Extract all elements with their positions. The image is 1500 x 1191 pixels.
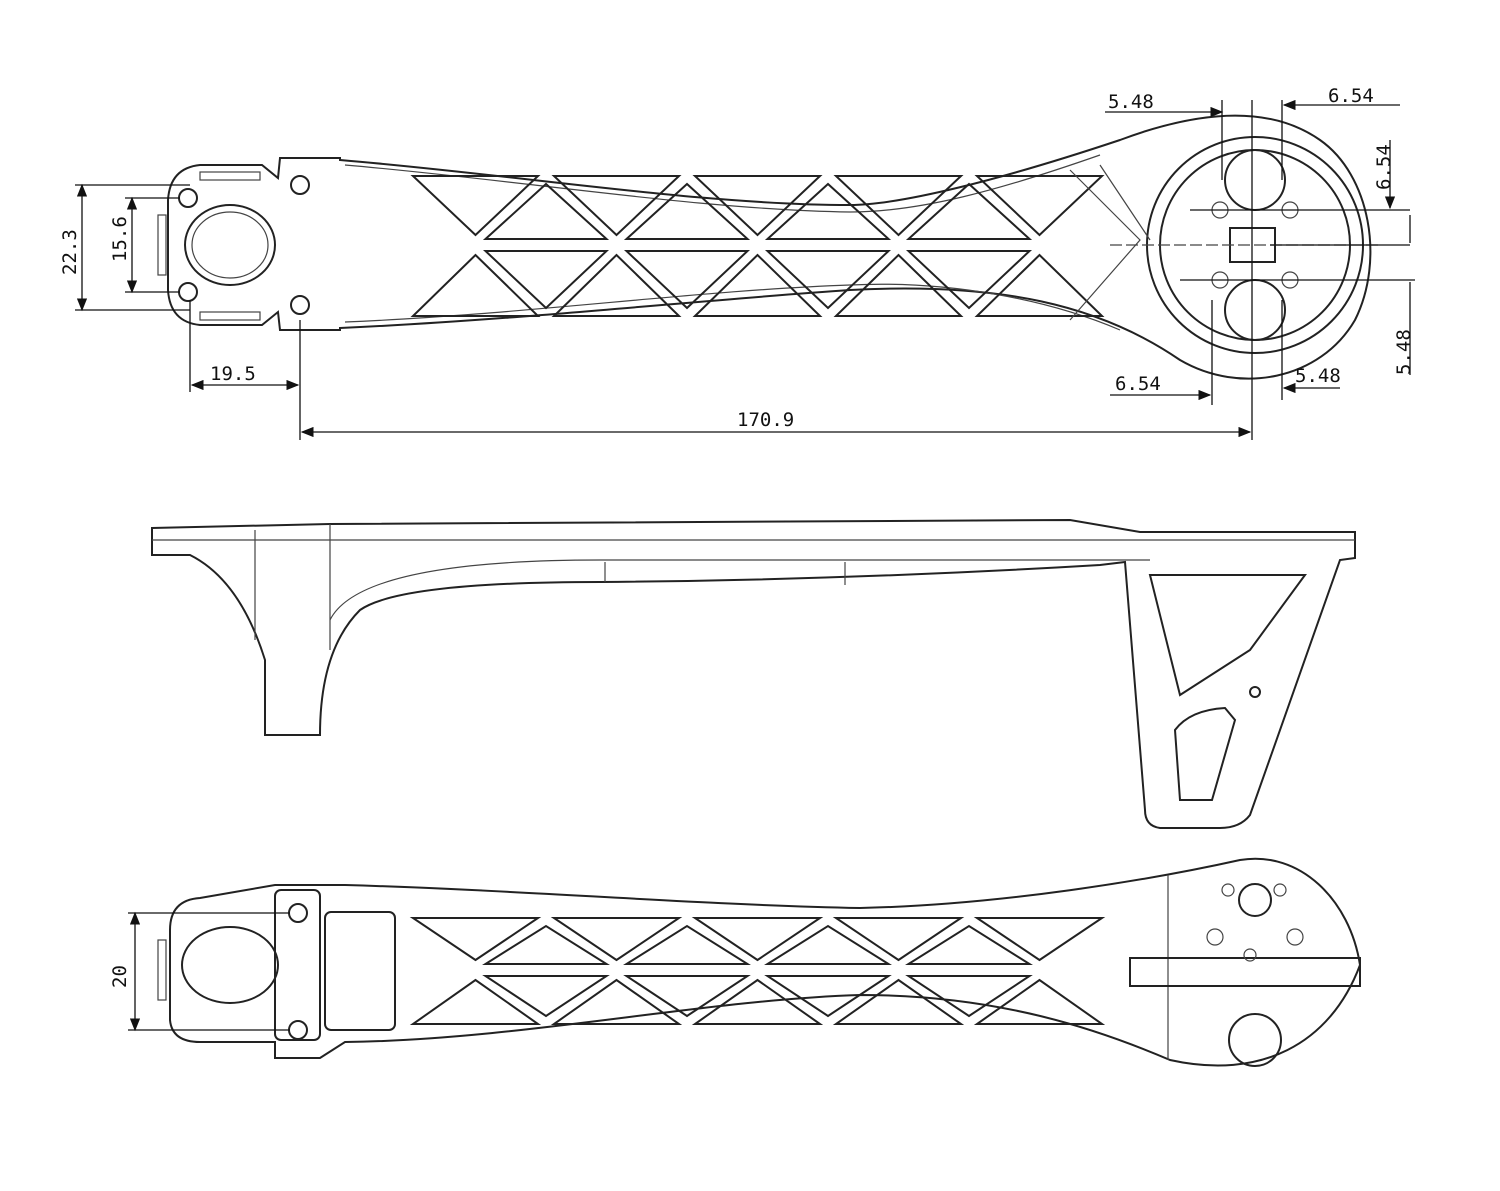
lattice-cutout (833, 253, 964, 317)
lattice-cutout (410, 253, 541, 317)
lattice-cutout (482, 924, 610, 965)
lattice-cutout (905, 924, 1033, 965)
top-view: 5.48 6.54 6.54 22.3 15.6 19.5 170.9 6.54… (59, 85, 1415, 440)
leg-cutout-lower (1173, 706, 1237, 801)
arm-outline (167, 114, 1372, 380)
lattice-cutout (550, 917, 683, 962)
dim-6-54-bottom: 6.54 (1115, 373, 1161, 395)
dim-170-9: 170.9 (737, 409, 794, 431)
dim-6-54-top: 6.54 (1328, 85, 1374, 107)
mount-oval (184, 204, 276, 286)
lattice-cutout (691, 978, 824, 1025)
lattice-cutout (692, 175, 823, 237)
lattice-cutout (623, 975, 751, 1018)
dimension-lines (75, 99, 1415, 440)
lattice-cutout (832, 917, 965, 962)
lattice-cutout (692, 253, 823, 317)
lattice-cutout (482, 975, 610, 1018)
hinge-tab (1129, 957, 1361, 987)
lattice-cutout (550, 978, 683, 1025)
leg-cutout-upper (1148, 574, 1307, 697)
lattice-cutout (764, 975, 892, 1018)
lattice-cutout (410, 175, 541, 237)
dim-5-48-top: 5.48 (1108, 91, 1154, 113)
lattice-cutout (905, 250, 1033, 310)
lattice-cutout (623, 250, 751, 310)
side-arm-outline (151, 518, 1356, 829)
lattice-cutout (974, 253, 1105, 317)
lattice-cutout (973, 917, 1106, 962)
bottom-arm-outline (169, 857, 1362, 1067)
lattice-cutout (905, 182, 1033, 240)
lattice-top (410, 175, 1105, 317)
lattice-cutout (691, 917, 824, 962)
lattice-cutout (905, 975, 1033, 1018)
side-view (151, 518, 1356, 829)
dim-19-5: 19.5 (210, 363, 256, 385)
dim-15-6: 15.6 (109, 216, 131, 262)
dim-5-48-vertical: 5.48 (1393, 329, 1415, 375)
bottom-mount-oval (181, 926, 279, 1004)
dim-5-48-bottom: 5.48 (1295, 365, 1341, 387)
lattice-cutout (974, 175, 1105, 237)
lattice-cutout (409, 917, 542, 962)
lattice-cutout (409, 978, 542, 1025)
dim-20: 20 (109, 965, 131, 988)
lattice-cutout (482, 250, 610, 310)
dim-6-54-vertical: 6.54 (1373, 144, 1395, 190)
lattice-cutout (623, 924, 751, 965)
lattice-cutout (764, 182, 892, 240)
lattice-cutout (482, 182, 610, 240)
lattice-bottom (409, 917, 1106, 1025)
lattice-cutout (551, 253, 682, 317)
lattice-cutout (551, 175, 682, 237)
lattice-cutout (623, 182, 751, 240)
lattice-cutout (833, 175, 964, 237)
lattice-cutout (764, 250, 892, 310)
lattice-cutout (832, 978, 965, 1025)
dim-22-3: 22.3 (59, 229, 81, 275)
lattice-cutout (764, 924, 892, 965)
bottom-view: 20 (109, 857, 1362, 1067)
lattice-cutout (973, 978, 1106, 1025)
